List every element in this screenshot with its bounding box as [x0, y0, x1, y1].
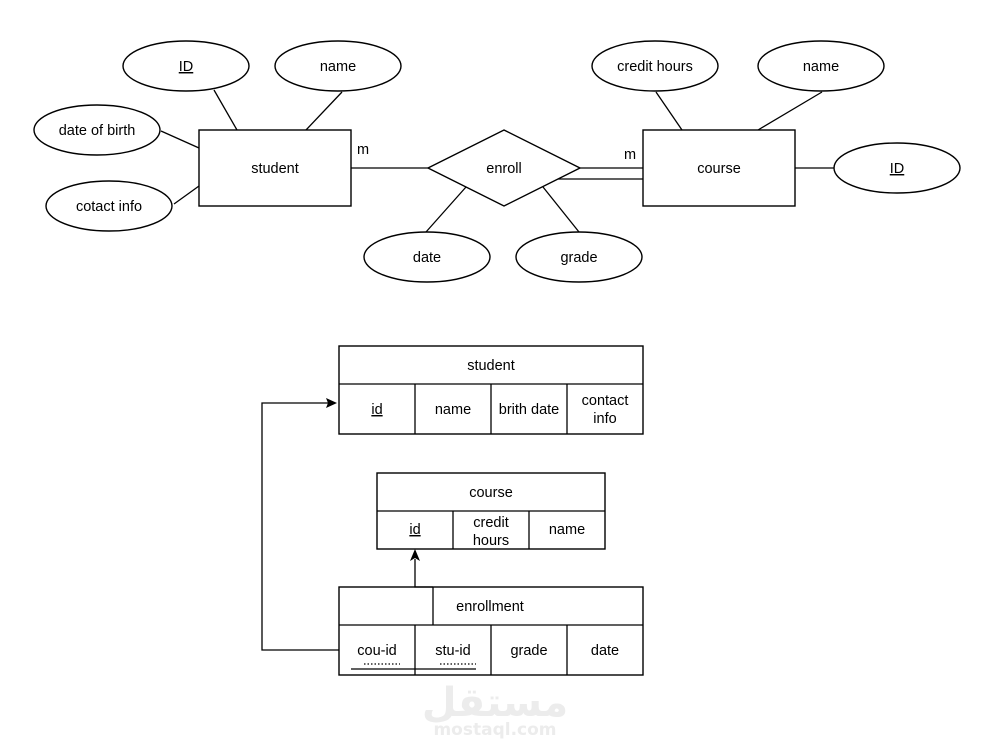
table-student: student id name brith date contact info [338, 345, 644, 435]
table-student-col-birth-date: brith date [499, 402, 559, 418]
fk-arrow-to-course [414, 559, 433, 588]
table-enrollment-col-date: date [591, 643, 619, 659]
attribute-contact-info: cotact info [45, 180, 173, 232]
table-enrollment: enrollment cou-id stu-id grade date [338, 586, 644, 676]
attribute-enroll-grade-label: grade [560, 250, 597, 266]
table-course-col-hours: hours [473, 533, 509, 549]
entity-student: student [198, 129, 352, 207]
attribute-enroll-grade: grade [515, 231, 643, 283]
table-course-col-credit: credit [473, 515, 508, 531]
connector-enroll-grade [542, 186, 580, 233]
entity-student-label: student [251, 161, 299, 177]
watermark-arabic: مستقل [422, 680, 568, 726]
attribute-course-name-label: name [803, 59, 839, 75]
attribute-course-id: ID [833, 142, 961, 194]
table-enrollment-col-stu-id: stu-id [435, 643, 470, 659]
attribute-student-name: name [274, 40, 402, 92]
entity-course: course [642, 129, 796, 207]
attribute-date-of-birth: date of birth [33, 104, 161, 156]
attribute-enroll-date-label: date [413, 250, 441, 266]
attribute-student-id-label: ID [179, 59, 194, 75]
er-connectors [160, 89, 834, 233]
fk-arrowhead-student [326, 398, 337, 408]
connector-enroll-date [425, 186, 467, 233]
attribute-date-of-birth-label: date of birth [59, 123, 136, 139]
table-enrollment-title: enrollment [456, 599, 524, 615]
cardinality-course: m [624, 147, 636, 163]
attribute-contact-info-label: cotact info [76, 199, 142, 215]
table-student-col-info: info [593, 411, 616, 427]
entity-course-label: course [697, 161, 741, 177]
attribute-course-name: name [757, 40, 885, 92]
table-student-title: student [467, 358, 515, 374]
attribute-course-id-label: ID [890, 161, 905, 177]
relationship-enroll-label: enroll [486, 161, 521, 177]
relationship-enroll: enroll [426, 129, 582, 207]
table-course-col-name: name [549, 522, 585, 538]
table-course-title: course [469, 485, 513, 501]
table-course-col-id: id [409, 522, 420, 538]
table-enrollment-col-grade: grade [510, 643, 547, 659]
table-course: course id credit hours name [376, 472, 606, 550]
connector-student-id [213, 89, 238, 131]
fk-arrows [261, 398, 433, 651]
table-student-col-contact: contact [582, 393, 629, 409]
connector-course-credit [655, 91, 683, 131]
watermark-latin: mostaql.com [433, 720, 556, 740]
connector-course-name [757, 91, 823, 131]
connector-student-contact [173, 185, 200, 205]
attribute-student-id: ID [122, 40, 250, 92]
table-enrollment-col-cou-id: cou-id [357, 643, 397, 659]
attribute-student-name-label: name [320, 59, 356, 75]
attribute-enroll-date: date [363, 231, 491, 283]
connector-student-dob [160, 130, 200, 149]
fk-arrow-to-student [261, 402, 339, 651]
fk-arrowhead-course [410, 549, 420, 561]
connector-student-name [305, 91, 343, 131]
attribute-credit-hours-label: credit hours [617, 59, 693, 75]
table-student-col-id: id [371, 402, 382, 418]
attribute-credit-hours: credit hours [591, 40, 719, 92]
cardinality-student: m [357, 142, 369, 158]
watermark: مستقل mostaql.com [422, 680, 568, 740]
table-student-col-name: name [435, 402, 471, 418]
